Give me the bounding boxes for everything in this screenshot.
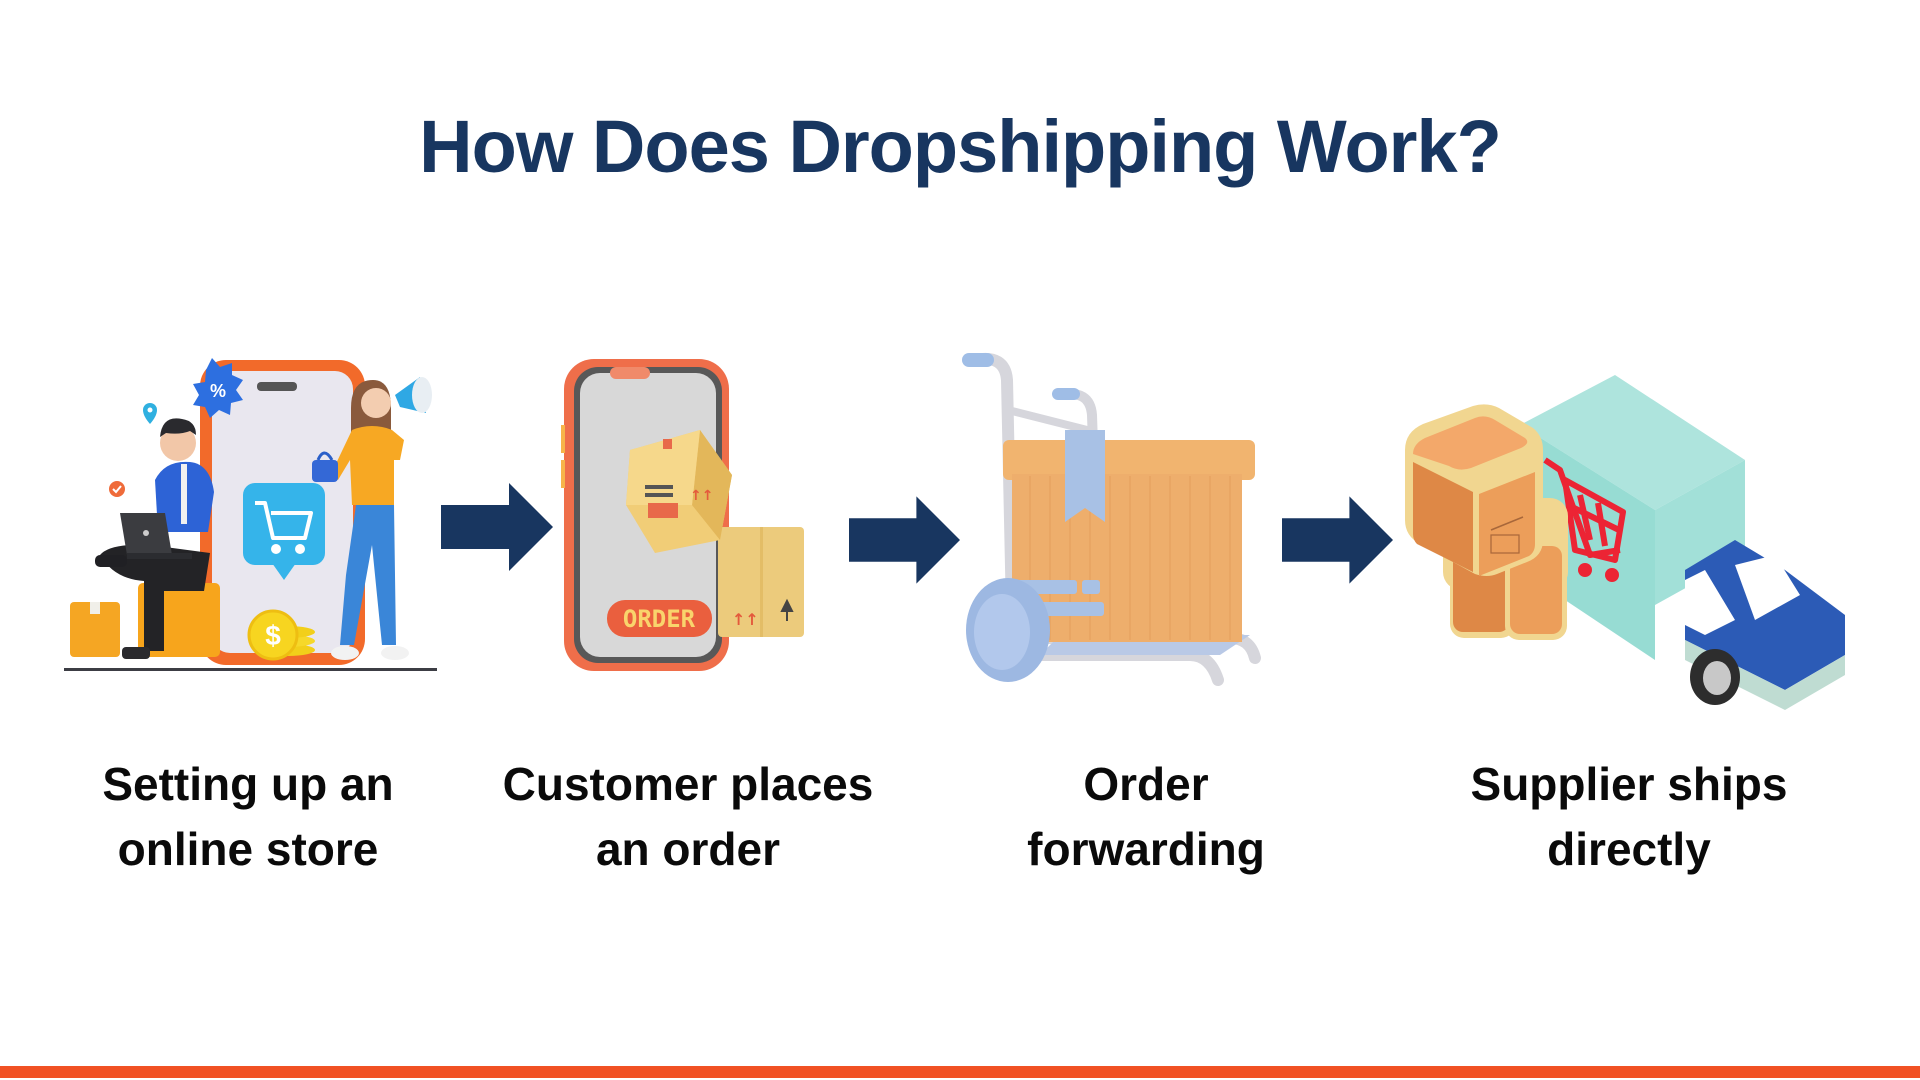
stacked-boxes-icon	[1405, 404, 1568, 640]
dollar-coin-icon	[247, 609, 299, 661]
step-label-supplier-ships: Supplier ships directly	[1409, 752, 1849, 882]
phone-order-illustration: ORDER ↑↑ ↑↑	[561, 359, 804, 671]
arrow-right-icon	[441, 483, 553, 571]
svg-text:$: $	[265, 620, 281, 651]
step-label-line: directly	[1547, 823, 1711, 875]
order-button-label: ORDER	[623, 605, 696, 633]
online-store-illustration: % $	[64, 358, 437, 671]
arrow-right-icon	[849, 496, 960, 584]
step-label-line: an order	[595, 823, 781, 875]
step-label-line: Order	[1083, 758, 1209, 810]
step-label-setup-store: Setting up an online store	[28, 752, 468, 882]
step-label-line: forwarding	[1027, 823, 1265, 875]
step-label-order-forwarding: Order forwarding	[926, 752, 1366, 882]
arrow-right-icon	[1282, 496, 1393, 584]
step-label-line: online store	[117, 823, 379, 875]
svg-text:%: %	[210, 381, 226, 401]
page-title: How Does Dropshipping Work?	[419, 105, 1502, 188]
delivery-truck-illustration	[1405, 375, 1845, 710]
bottom-accent-bar	[0, 1066, 1920, 1078]
location-pin-icon	[143, 403, 157, 424]
svg-text:↑↑: ↑↑	[732, 610, 759, 629]
shopping-cart-icon	[255, 501, 313, 540]
shopping-cart-logo-icon	[1543, 457, 1626, 563]
svg-text:↑↑: ↑↑	[690, 488, 713, 504]
handbag-icon	[316, 451, 334, 461]
step-label-line: Supplier ships	[1470, 758, 1788, 810]
step-label-line: Customer places	[502, 758, 874, 810]
hand-truck-illustration	[962, 353, 1261, 686]
step-label-customer-order: Customer places an order	[468, 752, 908, 882]
check-icon	[109, 481, 125, 497]
percent-badge-icon	[193, 358, 243, 418]
step-label-line: Setting up an	[102, 758, 394, 810]
